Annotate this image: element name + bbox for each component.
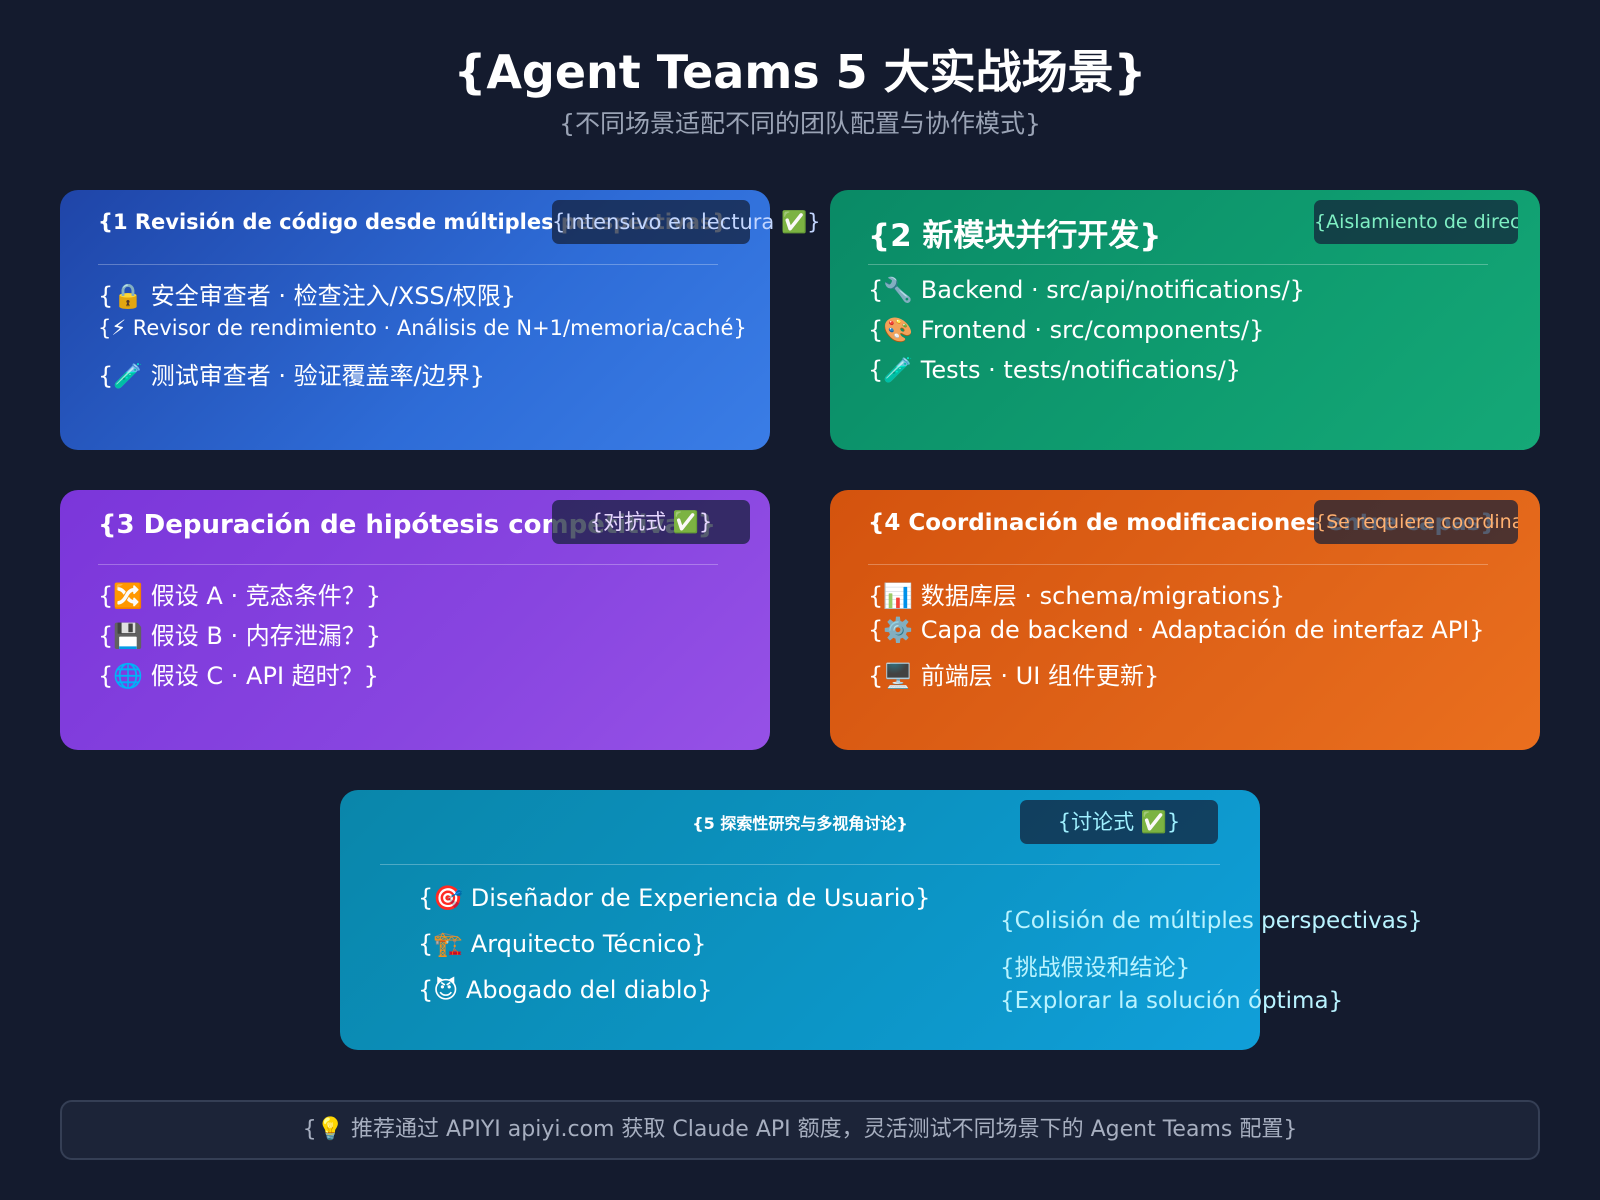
scenario-card-code-review: {1 Revisión de código desde múltiples pe… bbox=[60, 190, 821, 450]
role-item: {😈 Abogado del diablo} bbox=[418, 976, 713, 1004]
card-title: {5 探索性研究与多视角讨论} bbox=[692, 814, 908, 833]
card-divider bbox=[380, 864, 1220, 865]
card-badge: {Aislamiento de directorios ✅} bbox=[1314, 200, 1518, 244]
layer-item: {📊 数据库层 · schema/migrations} bbox=[868, 582, 1286, 610]
team-member-item: {🧪 测试审查者 · 验证覆盖率/边界} bbox=[98, 362, 486, 390]
card-badge: {Intensivo en lectura ✅} bbox=[552, 200, 821, 244]
scenario-card-parallel-dev: {2 新模块并行开发} {Aislamiento de directorios … bbox=[830, 190, 1540, 450]
role-item: {🎯 Diseñador de Experiencia de Usuario} bbox=[418, 884, 931, 912]
discussion-point: {挑战假设和结论} bbox=[1000, 955, 1191, 981]
page-title: {Agent Teams 5 大实战场景} bbox=[453, 45, 1147, 99]
card-divider bbox=[868, 564, 1488, 565]
team-member-item: {⚡ Revisor de rendimiento · Análisis de … bbox=[98, 316, 747, 340]
card-badge: {讨论式 ✅} bbox=[1020, 800, 1218, 844]
scenario-card-cross-layer: {4 Coordinación de modificaciones entre … bbox=[830, 490, 1540, 750]
team-member-item: {🔒 安全审查者 · 检查注入/XSS/权限} bbox=[98, 282, 517, 310]
layer-item: {🖥️ 前端层 · UI 组件更新} bbox=[868, 662, 1160, 690]
role-item: {🏗️ Arquitecto Técnico} bbox=[418, 930, 707, 958]
card-divider bbox=[868, 264, 1488, 265]
page-subtitle: {不同场景适配不同的团队配置与协作模式} bbox=[559, 109, 1041, 138]
discussion-point: {Explorar la solución óptima} bbox=[1000, 988, 1344, 1014]
hypothesis-item: {💾 假设 B · 内存泄漏？} bbox=[98, 622, 382, 650]
scenario-card-exploratory-research: {5 探索性研究与多视角讨论} {讨论式 ✅} {🎯 Diseñador de … bbox=[340, 790, 1422, 1050]
card-badge: {对抗式 ✅} bbox=[552, 500, 750, 544]
card-title: {2 新模块并行开发} bbox=[868, 218, 1162, 254]
card-divider bbox=[98, 264, 718, 265]
team-member-item: {🎨 Frontend · src/components/} bbox=[868, 316, 1265, 344]
footer-tip: {💡 推荐通过 APIYI apiyi.com 获取 Claude API 额度… bbox=[60, 1100, 1540, 1160]
card-divider bbox=[98, 564, 718, 565]
hypothesis-item: {🔀 假设 A · 竞态条件？} bbox=[98, 582, 381, 610]
card-badge: {Se requiere coordinación ⚠️} bbox=[1314, 500, 1518, 544]
scenario-card-hypothesis-debug: {3 Depuración de hipótesis competitivas}… bbox=[60, 490, 770, 750]
layer-item: {⚙️ Capa de backend · Adaptación de inte… bbox=[868, 616, 1485, 644]
team-member-item: {🔧 Backend · src/api/notifications/} bbox=[868, 276, 1305, 304]
team-member-item: {🧪 Tests · tests/notifications/} bbox=[868, 356, 1241, 384]
discussion-point: {Colisión de múltiples perspectivas} bbox=[1000, 908, 1423, 934]
hypothesis-item: {🌐 假设 C · API 超时？} bbox=[98, 662, 379, 690]
